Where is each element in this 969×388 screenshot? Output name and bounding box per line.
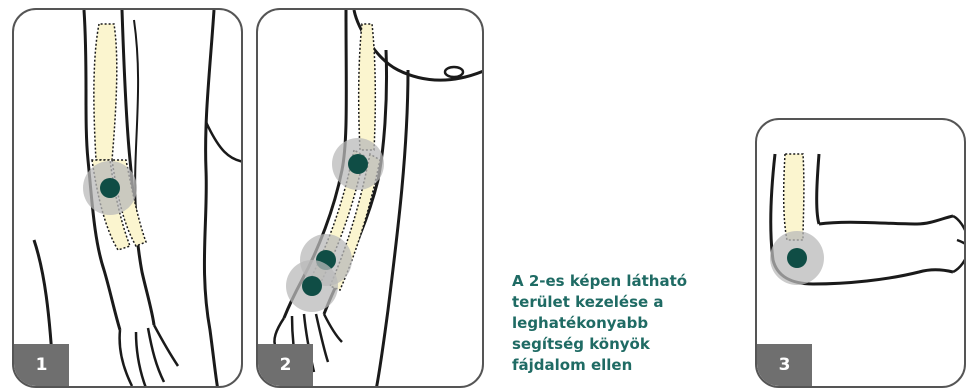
panel-number-badge: 2 [258,344,313,386]
illustration-panel-1: 1 [12,8,243,388]
caption-line: segítség könyök [512,334,742,355]
arm-side-illustration [14,10,243,388]
treatment-point [787,248,807,268]
caption-line: terület kezelése a [512,292,742,313]
treatment-point [348,154,368,174]
panel-number-badge: 3 [757,344,812,386]
treatment-point [100,178,120,198]
arm-front-illustration [258,10,484,388]
treatment-point [302,276,322,296]
caption-line: leghatékonyabb [512,313,742,334]
panel-number-badge: 1 [14,344,69,386]
illustration-panel-3: 3 [755,118,966,388]
caption-line: A 2-es képen látható [512,271,742,292]
illustration-panel-2: 2 [256,8,484,388]
caption-text: A 2-es képen látható terület kezelése a … [512,271,742,376]
caption-line: fájdalom ellen [512,355,742,376]
